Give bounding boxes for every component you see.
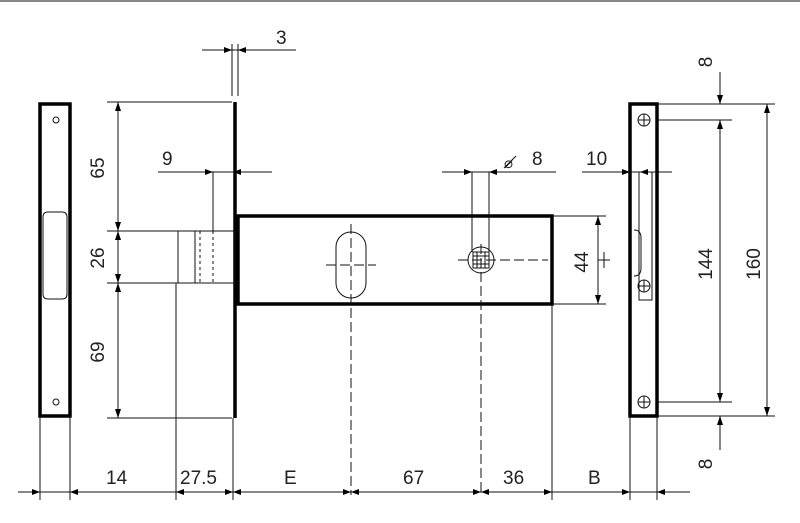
dim-upper-height: 65: [88, 157, 109, 178]
dim-cylinder-height: 26: [88, 247, 109, 268]
dim-lower-height: 69: [88, 341, 109, 362]
dim-case-height: 44: [572, 251, 593, 273]
diameter-symbol: ⌀: [504, 155, 513, 172]
dim-bottom-14: 14: [106, 468, 128, 489]
dim-strike-hole-spacing: 144: [696, 248, 717, 280]
dim-strike-offset: 10: [586, 149, 607, 170]
dim-bottom-27-5: 27.5: [180, 468, 217, 489]
lock-body: [177, 102, 554, 500]
dim-hole-diameter: 8: [532, 149, 543, 170]
dim-strike-height: 160: [744, 248, 765, 280]
dim-strike-top-margin: 8: [696, 57, 717, 68]
dim-bottom-e: E: [284, 468, 297, 489]
dim-strike-bottom-margin: 8: [696, 459, 717, 470]
dim-bottom-b: B: [588, 468, 601, 489]
dim-face-offset: 9: [162, 149, 173, 170]
strike-plate: [628, 102, 659, 500]
dim-bottom-67: 67: [403, 468, 424, 489]
dim-bottom-36: 36: [503, 468, 524, 489]
left-faceplate: [38, 102, 72, 500]
dim-top-width: 3: [276, 28, 287, 49]
dimension-lines: [18, 44, 775, 500]
